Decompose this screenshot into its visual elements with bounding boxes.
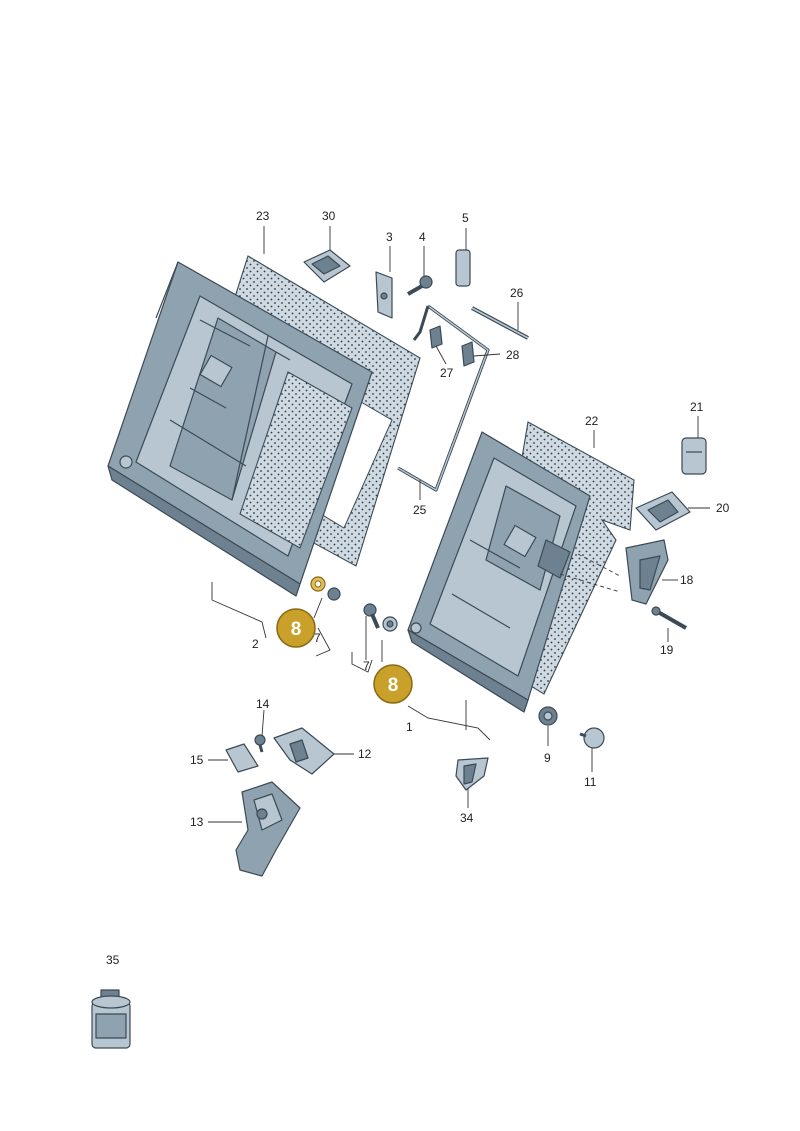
part-3-bracket <box>375 271 393 319</box>
label-1: 1 <box>406 720 413 734</box>
highlight-label-left: 8 <box>291 619 302 640</box>
part-5-clip <box>455 249 471 287</box>
part-labels: 23 30 3 4 5 26 28 27 25 22 21 20 18 19 2… <box>106 209 730 967</box>
label-35: 35 <box>106 953 120 967</box>
part-27-clip <box>429 325 443 349</box>
leader-lines <box>208 226 710 823</box>
label-11: 11 <box>584 775 597 789</box>
label-9: 9 <box>544 751 551 765</box>
part-4-screw <box>407 275 433 296</box>
label-21: 21 <box>690 400 704 414</box>
wire-frame <box>397 304 490 492</box>
part-7-bushing-right <box>363 603 398 632</box>
part-28-clip <box>461 341 475 367</box>
label-34: 34 <box>460 811 474 825</box>
label-2: 2 <box>252 637 259 651</box>
part-13-hinge <box>235 781 301 877</box>
part-30-handle <box>303 249 351 283</box>
part-15-clip <box>225 743 259 773</box>
part-19-bolt <box>651 606 687 630</box>
part-14-screw <box>254 734 266 753</box>
label-18: 18 <box>680 573 694 587</box>
part-7-bushing-left <box>310 576 341 601</box>
part-20-handle <box>635 491 691 531</box>
part-11-cap <box>579 727 605 749</box>
part-9-bushing <box>538 706 558 726</box>
part-34-bracket <box>455 757 489 791</box>
label-5: 5 <box>462 211 469 225</box>
part-12-cover <box>273 727 335 775</box>
backrest-frame-right <box>407 431 591 713</box>
part-26-rod <box>471 306 529 340</box>
label-28: 28 <box>506 348 520 362</box>
label-7-right: 7 <box>363 659 370 673</box>
label-7-left: 7 <box>314 631 321 645</box>
label-25: 25 <box>413 503 427 517</box>
label-23: 23 <box>256 209 270 223</box>
label-19: 19 <box>660 643 674 657</box>
part-35-container <box>91 989 131 1049</box>
part-21-cap <box>681 437 707 475</box>
label-20: 20 <box>716 501 730 515</box>
label-27: 27 <box>440 366 454 380</box>
label-4: 4 <box>419 230 426 244</box>
label-26: 26 <box>510 286 524 300</box>
label-15: 15 <box>190 753 204 767</box>
label-14: 14 <box>256 697 270 711</box>
label-30: 30 <box>322 209 336 223</box>
label-12: 12 <box>358 747 372 761</box>
label-13: 13 <box>190 815 204 829</box>
highlight-badge-right: 8 <box>373 664 413 704</box>
label-3: 3 <box>386 230 393 244</box>
highlight-badge-left: 8 <box>276 608 316 648</box>
highlight-label-right: 8 <box>388 675 399 696</box>
part-18-lock <box>625 539 669 605</box>
label-22: 22 <box>585 414 599 428</box>
backrest-frame-left <box>107 261 373 597</box>
